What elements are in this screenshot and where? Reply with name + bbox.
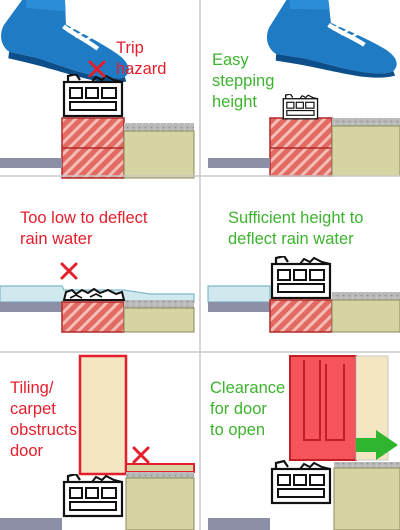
panel-5-obstructs-door (0, 354, 195, 530)
brick-wall (61, 301, 125, 333)
floor-finish (331, 125, 400, 177)
screed-layer (124, 300, 194, 308)
rain-water (207, 285, 271, 303)
red-cross-icon (60, 262, 78, 280)
caption-sufficient-height: Sufficient height to deflect rain water (228, 209, 364, 248)
arrow-right-icon (356, 430, 398, 460)
panel-3-too-low (0, 262, 195, 333)
low-sill-profile (282, 94, 319, 120)
panel-4-sufficient-height (207, 256, 400, 333)
red-cross-icon (88, 60, 106, 78)
floor-finish (125, 477, 195, 530)
screed-layer (334, 462, 400, 468)
outside-ground (0, 302, 62, 312)
door-panel (78, 354, 128, 476)
screed-layer (124, 123, 194, 131)
door-open-panel (289, 355, 357, 461)
outside-ground (208, 302, 270, 312)
shoe-icon (265, 0, 400, 79)
high-sill-profile (62, 474, 124, 518)
floor-finish (123, 307, 195, 333)
high-sill-profile (270, 460, 332, 505)
tiling-layer (125, 463, 195, 473)
outside-ground (0, 158, 62, 168)
outside-ground (208, 158, 270, 168)
panel-2-easy-stepping (208, 0, 400, 177)
caption-obstructs-door: Tiling/ carpet obstructs door (10, 379, 77, 460)
panel-1-trip-hazard (0, 0, 195, 179)
caption-easy-stepping: Easy stepping height (212, 51, 275, 111)
screed-layer (126, 472, 194, 478)
outside-ground (208, 518, 270, 530)
high-sill-profile (62, 74, 124, 118)
panel-6-clearance (208, 355, 400, 530)
outside-ground (0, 518, 62, 530)
brick-wall (269, 117, 333, 177)
high-sill-profile (270, 256, 332, 300)
caption-too-low: Too low to deflect rain water (20, 209, 148, 248)
floor-finish (123, 130, 195, 179)
screed-layer (332, 118, 400, 126)
caption-trip-hazard: Trip hazard (116, 39, 167, 78)
caption-clearance: Clearance for door to open (210, 379, 286, 439)
floor-finish (333, 467, 400, 530)
floor-finish (331, 299, 400, 333)
brick-wall (269, 299, 333, 333)
red-cross-icon (132, 446, 150, 464)
screed-layer (332, 292, 400, 300)
